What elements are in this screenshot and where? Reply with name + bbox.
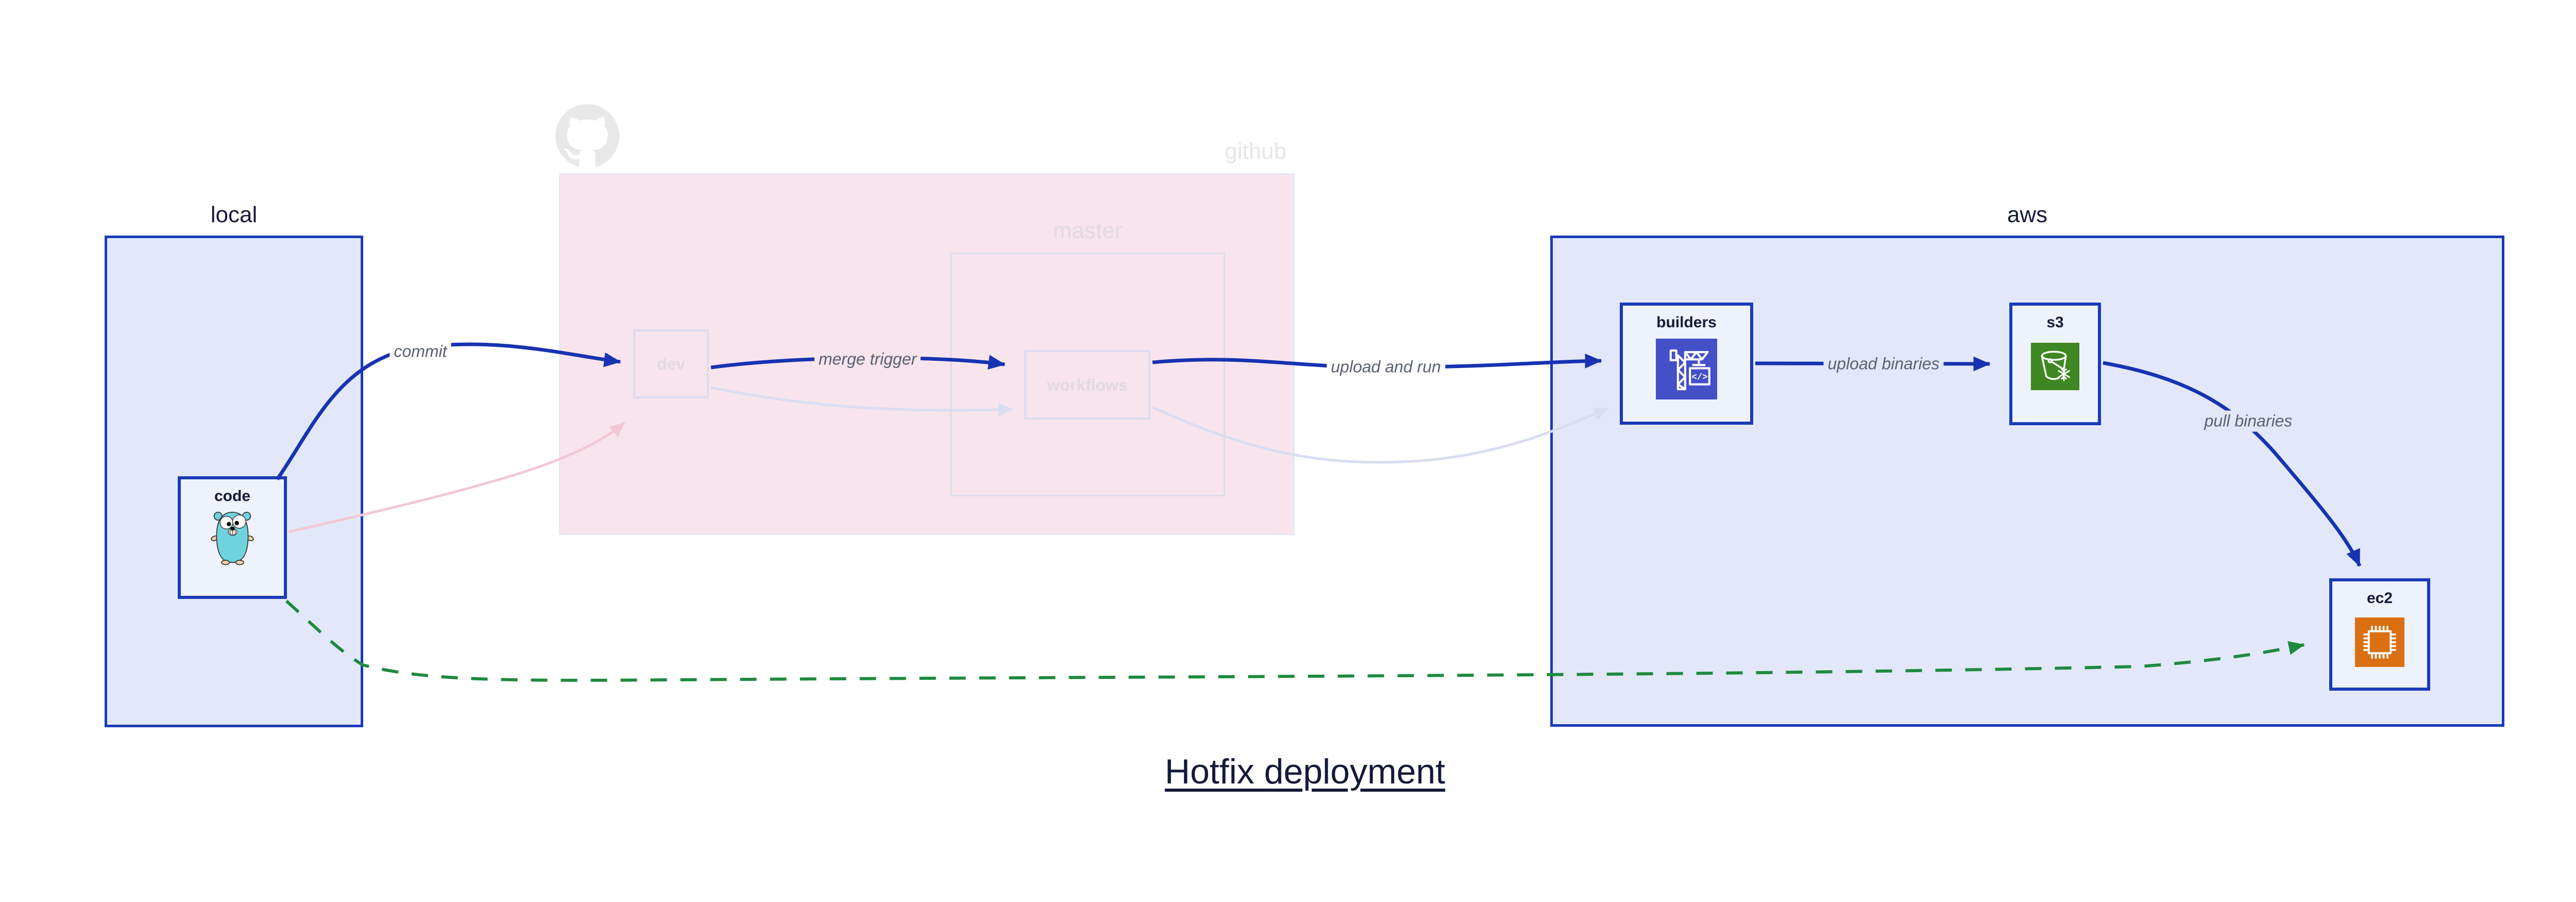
- zone-github: [559, 173, 1295, 535]
- aws-codebuild-icon: </>: [1656, 339, 1717, 399]
- edge-label-pull-binaries: pull binaries: [2200, 410, 2297, 432]
- edge-label-merge-trigger: merge trigger: [814, 348, 921, 370]
- node-s3: s3: [2009, 303, 2101, 425]
- zone-aws-label: aws: [2007, 202, 2048, 227]
- node-code: code: [178, 476, 287, 599]
- github-octocat-icon: [555, 104, 619, 166]
- node-dev-label: dev: [656, 355, 686, 373]
- edge-label-upload-binaries: upload binaries: [1823, 353, 1944, 375]
- node-s3-label: s3: [2046, 314, 2064, 331]
- aws-ec2-chip-icon: [2355, 617, 2404, 667]
- diagram-title: Hotfix deployment: [1164, 752, 1446, 791]
- node-builders-label: builders: [1656, 314, 1717, 331]
- node-workflows-label: workflows: [1047, 375, 1128, 394]
- node-ec2-label: ec2: [2366, 590, 2393, 607]
- zone-local-label: local: [210, 202, 258, 227]
- zone-github-label: github: [1225, 139, 1286, 164]
- edge-label-upload-and-run: upload and run: [1327, 356, 1445, 378]
- aws-s3-glacier-bucket-icon: [2031, 343, 2079, 390]
- go-gopher-icon: [211, 511, 254, 565]
- codebuild-code-glyph: </>: [1691, 373, 1707, 382]
- zone-master-label: master: [1053, 218, 1123, 243]
- node-ec2: ec2: [2329, 578, 2430, 691]
- node-dev: dev: [633, 329, 709, 398]
- node-code-label: code: [214, 488, 251, 505]
- edge-label-commit: commit: [389, 341, 451, 362]
- node-workflows: workflows: [1024, 350, 1150, 420]
- node-builders: builders </>: [1620, 303, 1753, 425]
- zone-master: [950, 253, 1225, 496]
